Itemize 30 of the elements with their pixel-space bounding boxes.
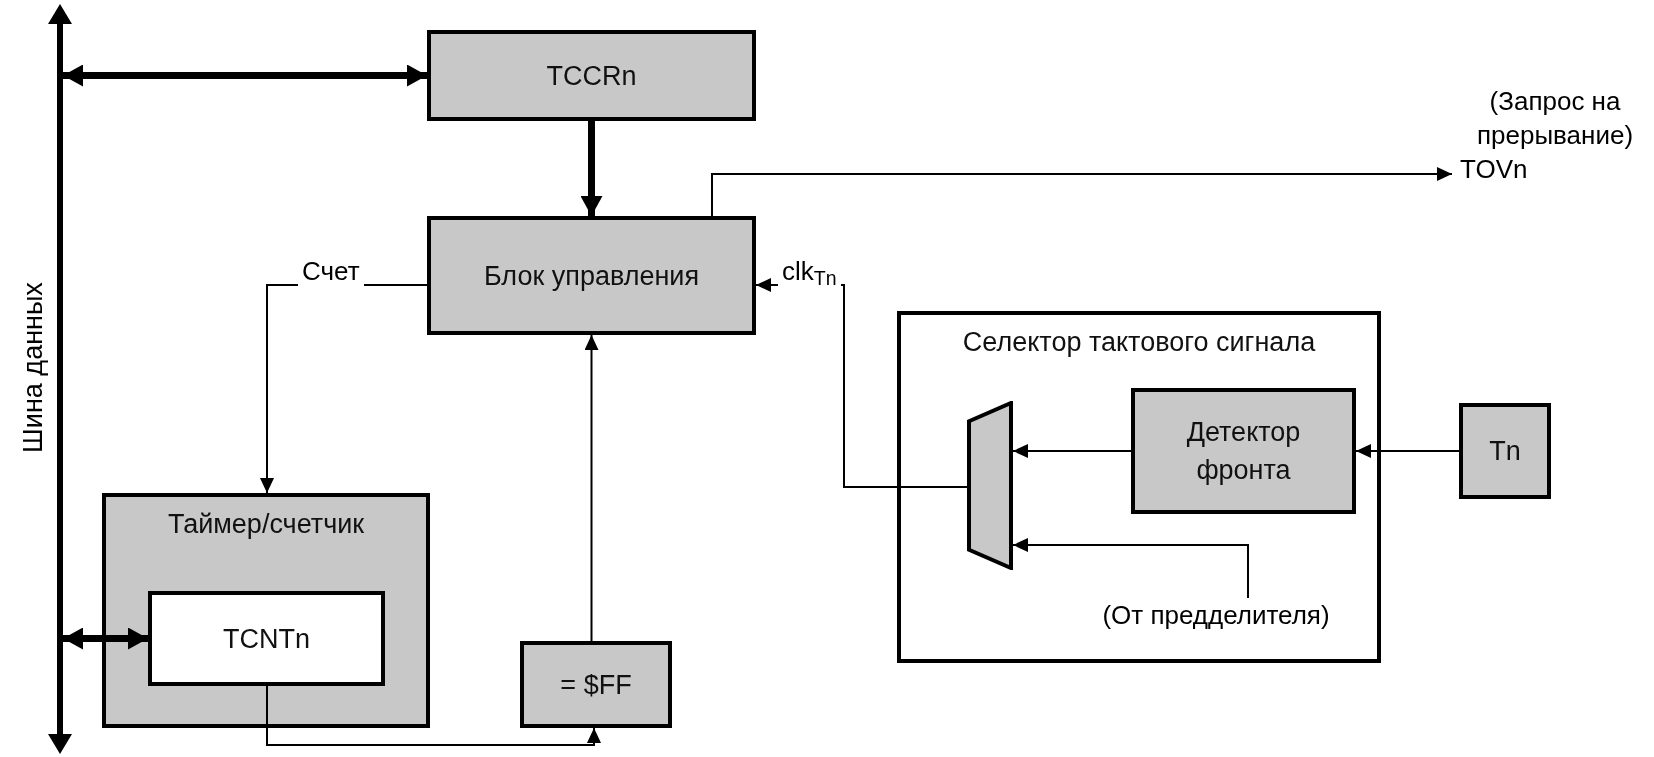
signal-label: TOVn <box>1460 153 1528 186</box>
bus-label: Шина данных <box>19 282 47 453</box>
control-block <box>427 216 756 335</box>
signal-arrow <box>1355 444 1460 458</box>
bus-arrow <box>63 627 148 650</box>
signal-arrow <box>711 167 1453 217</box>
signal-label: (Запрос на прерывание) <box>1475 85 1635 152</box>
timer-counter-block <box>102 493 430 728</box>
signal-arrow <box>1012 444 1132 458</box>
pin-box <box>1459 403 1551 499</box>
block-title: Детектор фронта <box>1185 416 1302 487</box>
signal-label: (От предделителя) <box>1101 599 1331 632</box>
signal-arrow <box>584 334 599 642</box>
signal-arrow <box>266 685 601 746</box>
block-title: Таймер/счетчик <box>166 508 366 541</box>
block-title: Селектор тактового сигнала <box>961 326 1317 359</box>
clock-selector-block <box>897 311 1381 663</box>
signal-arrow <box>1012 538 1249 599</box>
bus-arrow <box>580 121 603 216</box>
block-title: TCCRn <box>545 59 638 93</box>
register-box <box>148 591 385 686</box>
block-title: = $FF <box>559 668 633 702</box>
multiplexer <box>967 401 1013 570</box>
block-title: TCNTn <box>222 622 311 656</box>
block-title: Блок управления <box>482 259 701 293</box>
data-bus-arrow <box>48 4 72 754</box>
register-box <box>427 30 756 121</box>
edge-detector-box <box>1131 388 1356 514</box>
comparator-box <box>520 641 672 728</box>
block-title: Tn <box>1488 435 1522 468</box>
